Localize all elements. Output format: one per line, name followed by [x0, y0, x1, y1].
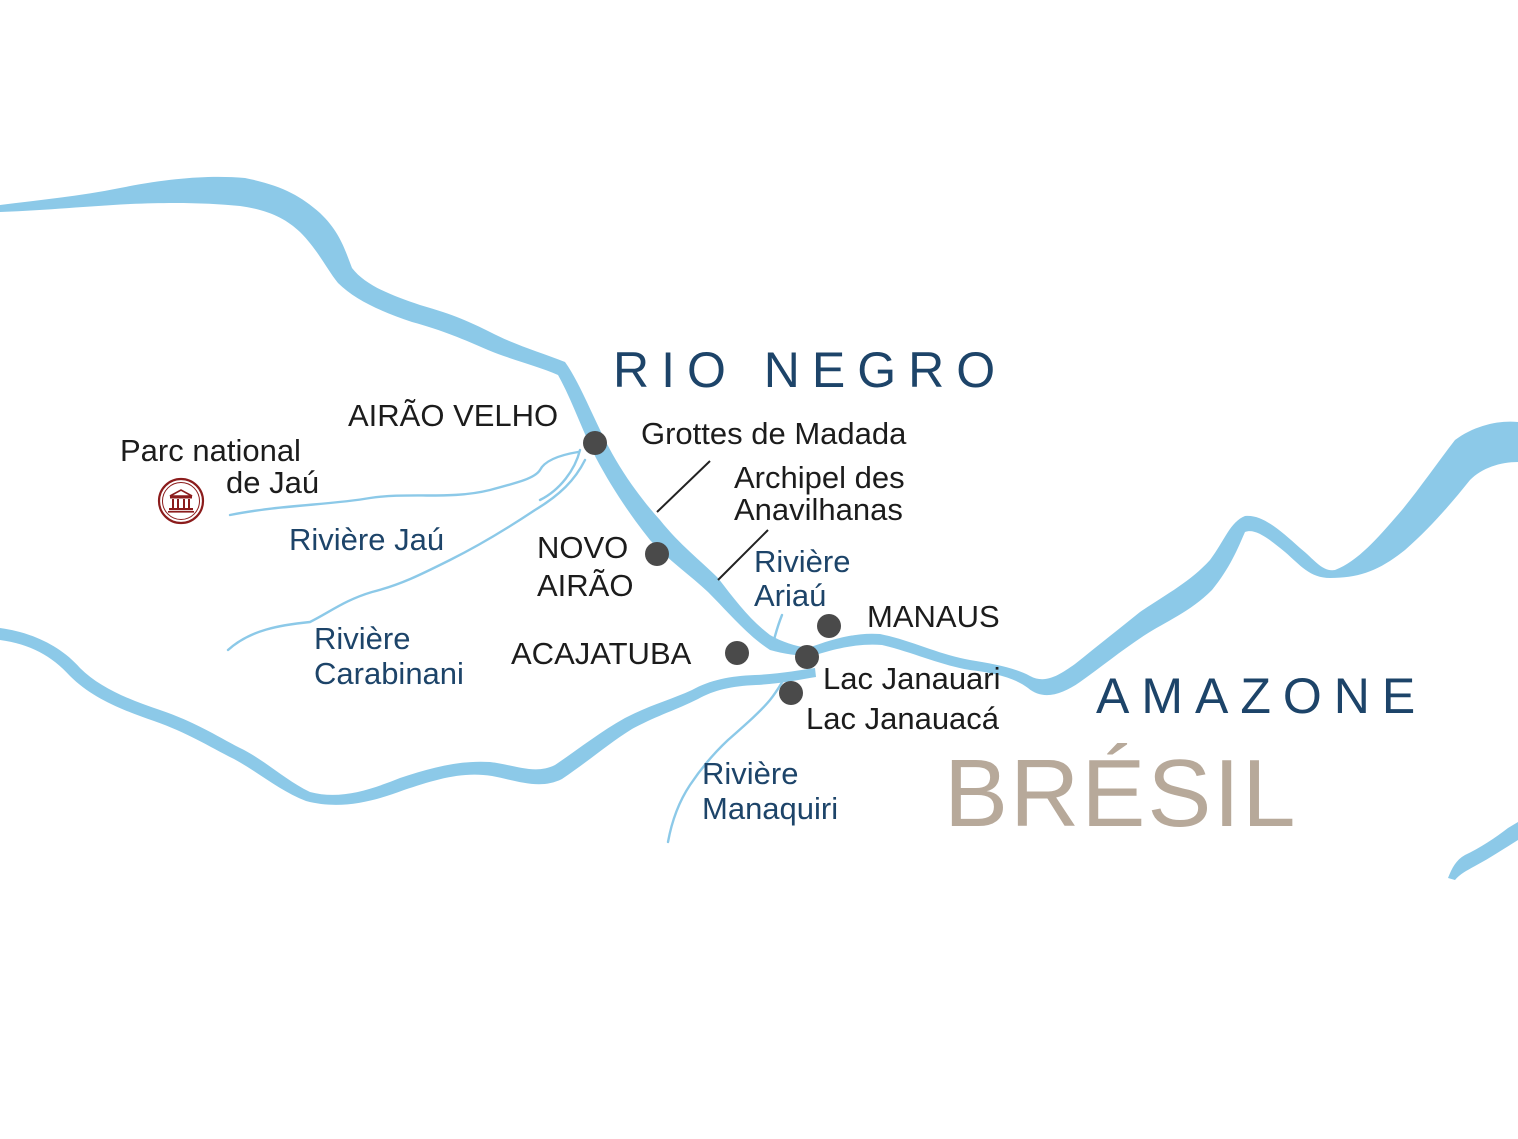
manaquiri-label-line1: Rivière: [702, 756, 799, 791]
parc-jau-label-line2[interactable]: de Jaú: [226, 465, 320, 500]
lac-janauari-label[interactable]: Lac Janauari: [823, 661, 1001, 696]
archipel-label-line1[interactable]: Archipel des: [734, 460, 905, 495]
manaus-label[interactable]: MANAUS: [867, 599, 1000, 634]
novo-airao-label-line1[interactable]: NOVO: [537, 530, 629, 565]
carabinani-label-line2: Carabinani: [314, 656, 464, 691]
airao-branch: [538, 448, 582, 502]
jau-river-label: Rivière Jaú: [289, 522, 445, 557]
amazone-label: AMAZONE: [1096, 668, 1428, 724]
carabinani-label-line1: Rivière: [314, 621, 411, 656]
archipel-leader: [717, 529, 769, 581]
country-label: BRÉSIL: [944, 740, 1298, 847]
grottes-leader: [656, 460, 711, 513]
carabinani-river: [226, 458, 587, 652]
ariau-label-line1: Rivière: [754, 544, 851, 579]
acajatuba-label[interactable]: ACAJATUBA: [511, 636, 692, 671]
rio-negro-label: RIO NEGRO: [613, 342, 1008, 398]
amazon-river: [808, 421, 1518, 696]
airao-velho-pin[interactable]: [583, 431, 607, 455]
solimoes-river: [0, 628, 816, 805]
manaus-pin[interactable]: [817, 614, 841, 638]
manaquiri-river: [666, 674, 788, 844]
ariau-river: [770, 613, 784, 650]
lac-janauaca-pin[interactable]: [779, 681, 803, 705]
novo-airao-pin[interactable]: [645, 542, 669, 566]
novo-airao-label-line2[interactable]: AIRÃO: [537, 568, 634, 603]
amazon-east-arm: [1448, 822, 1518, 880]
acajatuba-pin[interactable]: [725, 641, 749, 665]
lac-janauaca-label[interactable]: Lac Janauacá: [806, 701, 1000, 736]
airao-velho-label[interactable]: AIRÃO VELHO: [348, 398, 559, 433]
manaquiri-label-line2: Manaquiri: [702, 791, 839, 826]
jau-river: [228, 450, 580, 517]
archipel-label-line2[interactable]: Anavilhanas: [734, 492, 903, 527]
lac-janauari-pin[interactable]: [795, 645, 819, 669]
parc-jau-label-line1[interactable]: Parc national: [120, 433, 301, 468]
rio-negro-river: [0, 176, 812, 657]
ariau-label-line2: Ariaú: [754, 578, 827, 613]
grottes-label[interactable]: Grottes de Madada: [641, 416, 907, 451]
unesco-heritage-icon[interactable]: [157, 477, 205, 525]
